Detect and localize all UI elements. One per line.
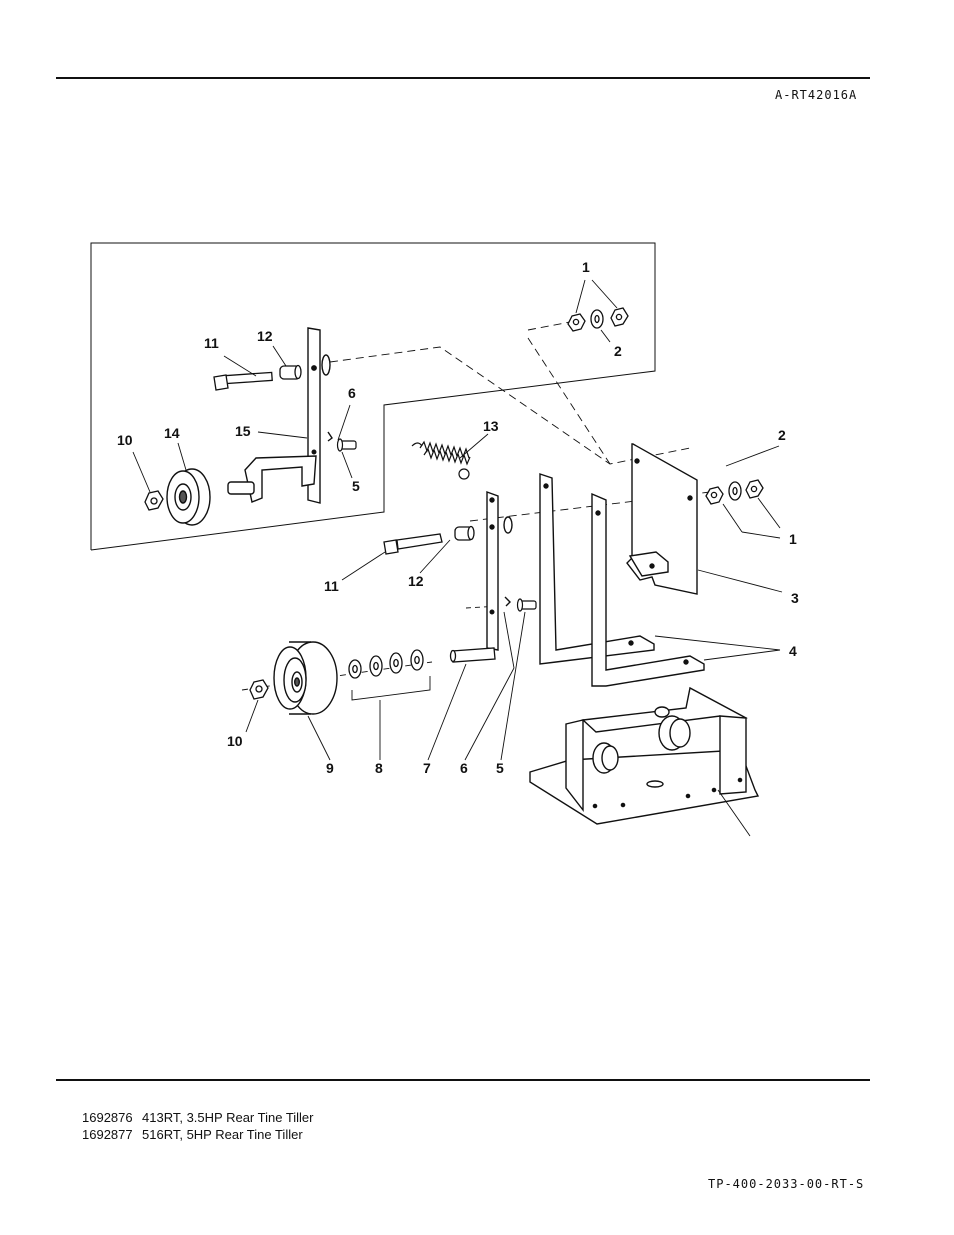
callout-11a: 11 [204, 335, 219, 351]
pin-5-main [516, 598, 537, 612]
model-list: 1692876 413RT, 3.5HP Rear Tine Tiller 169… [82, 1109, 314, 1143]
idler-arm-main [486, 491, 513, 651]
callout-5b: 5 [496, 760, 504, 776]
bracket-4-front [591, 492, 705, 687]
bracket-4-rear [539, 473, 655, 665]
bracket-3 [626, 443, 698, 595]
callout-11b: 11 [324, 578, 339, 594]
washer-2-top [590, 309, 604, 329]
callout-1a: 1 [582, 259, 590, 275]
top-rule [56, 77, 870, 79]
nut-1-right-a [705, 486, 724, 505]
callout-7: 7 [423, 760, 431, 776]
washers-8 [348, 649, 424, 679]
dashed-leader [527, 321, 571, 331]
bolt-11-inset [213, 371, 273, 391]
callout-6a: 6 [348, 385, 356, 401]
model-description: 516RT, 5HP Rear Tine Tiller [142, 1127, 303, 1142]
mounting-base [529, 686, 760, 825]
clip-6-inset [327, 431, 333, 442]
callout-10a: 10 [117, 432, 133, 448]
callout-14: 14 [164, 425, 180, 441]
callout-15: 15 [235, 423, 251, 439]
leader-lines [132, 279, 783, 837]
drawing-code: A-RT42016A [775, 88, 858, 102]
pulley-bracket [227, 455, 317, 503]
pulley-14 [166, 468, 211, 526]
callout-12b: 12 [408, 573, 424, 589]
callout-8: 8 [375, 760, 383, 776]
model-number: 1692877 [82, 1127, 133, 1142]
pin-5-inset [336, 438, 357, 452]
spacer-12-main [454, 525, 475, 541]
document-code: TP-400-2033-00-RT-S [708, 1177, 865, 1191]
model-description: 413RT, 3.5HP Rear Tine Tiller [142, 1110, 314, 1125]
callout-1b: 1 [789, 531, 797, 547]
model-row: 1692877 516RT, 5HP Rear Tine Tiller [82, 1126, 314, 1143]
nut-1-top-left [567, 313, 586, 332]
model-row: 1692876 413RT, 3.5HP Rear Tine Tiller [82, 1109, 314, 1126]
dashed-leader [527, 337, 611, 465]
bottom-rule [56, 1079, 870, 1081]
nut-10-inset [144, 490, 164, 511]
callout-13: 13 [483, 418, 499, 434]
callout-9: 9 [326, 760, 334, 776]
spacer-12-inset [279, 364, 302, 380]
callout-3: 3 [791, 590, 799, 606]
inset-frame [90, 242, 656, 551]
callout-6b: 6 [460, 760, 468, 776]
bolt-11-main [383, 533, 443, 555]
shaft-7 [449, 647, 496, 663]
washer-2-right [728, 481, 742, 501]
nut-1-top-right [610, 307, 629, 327]
callout-4: 4 [789, 643, 797, 659]
model-number: 1692876 [82, 1110, 133, 1125]
callout-12a: 12 [257, 328, 273, 344]
callout-2a: 2 [614, 343, 622, 359]
spring-13 [411, 440, 471, 480]
nut-1-right-b [745, 479, 764, 499]
callout-5a: 5 [352, 478, 360, 494]
callout-2b: 2 [778, 427, 786, 443]
nut-10-main [249, 679, 269, 700]
callout-10b: 10 [227, 733, 243, 749]
pulley-9 [273, 641, 338, 715]
clip-6-main [504, 596, 511, 607]
